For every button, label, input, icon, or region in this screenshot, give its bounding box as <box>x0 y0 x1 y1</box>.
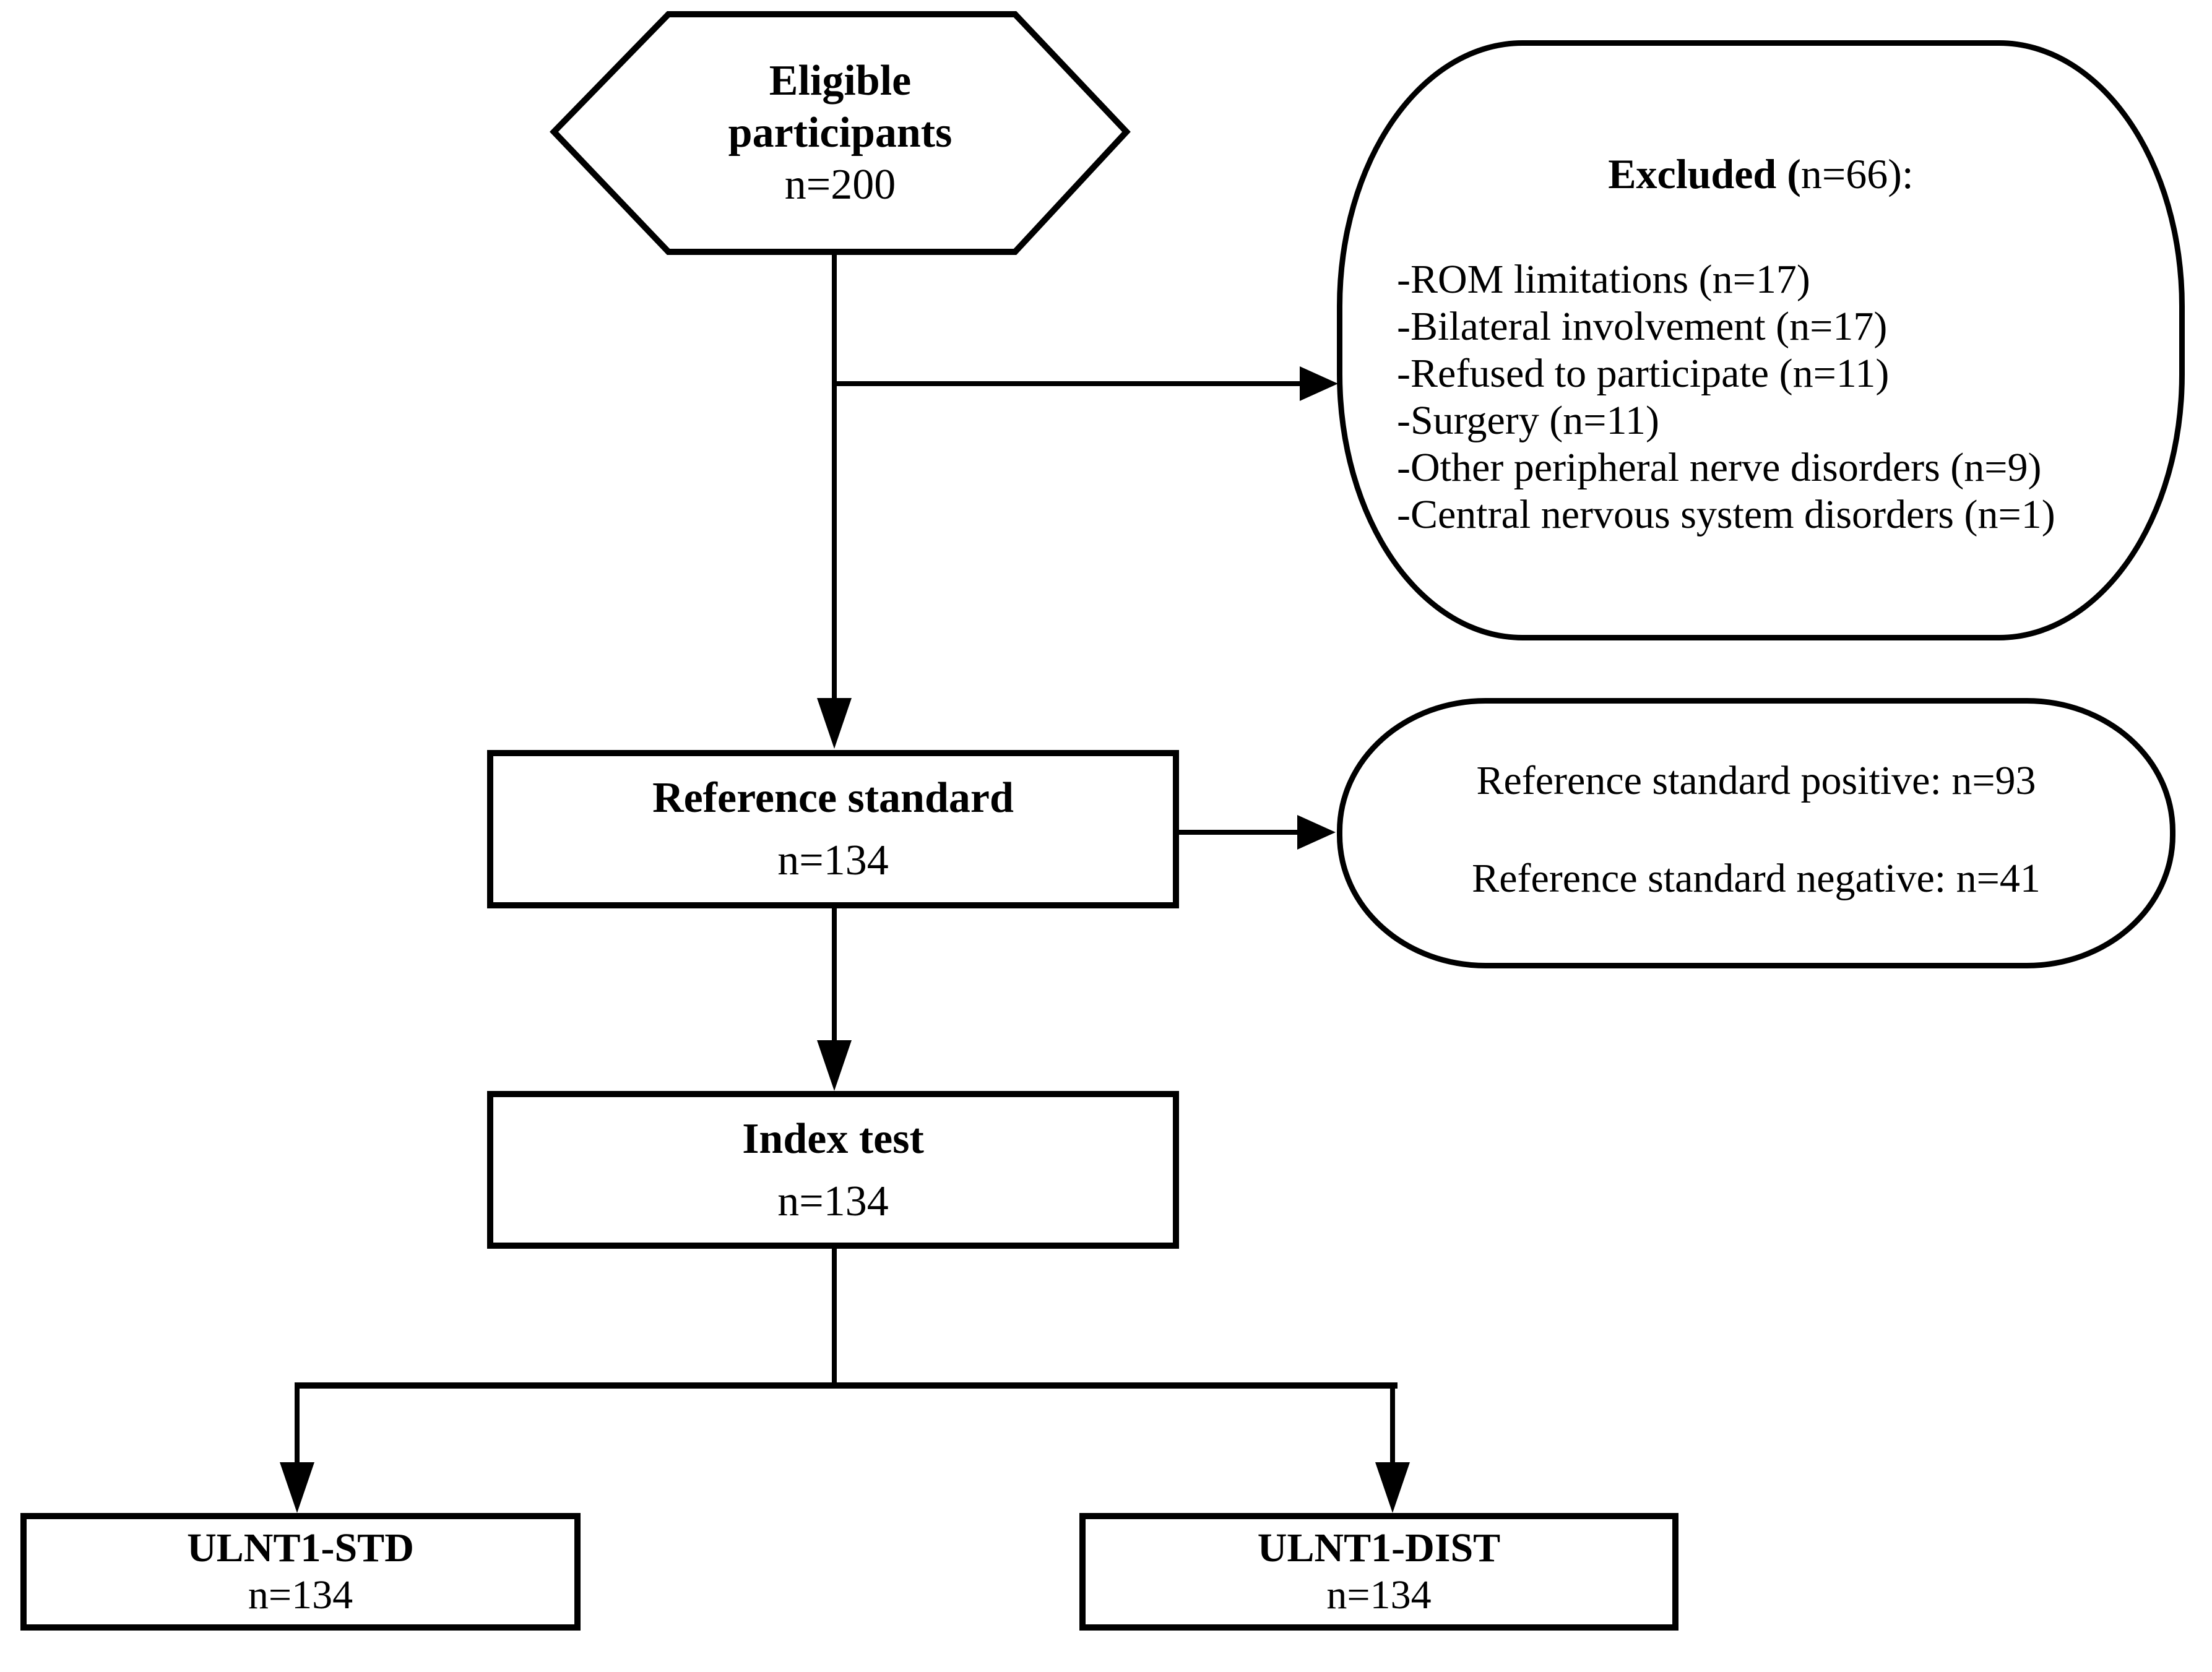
excluded-title-rest: n=66): <box>1800 150 1914 197</box>
excluded-reason-item: -Refused to participate (n=11) <box>1397 351 1890 396</box>
excluded-reasons-list: -ROM limitations (n=17) -Bilateral invol… <box>1397 256 2161 538</box>
reference-negative-line: Reference standard negative: n=41 <box>1472 856 2041 901</box>
index-test-title: Index test <box>742 1114 924 1163</box>
connector-to-excluded-line <box>832 381 1302 386</box>
excluded-reason-item: -Other peripheral nerve disorders (n=9) <box>1397 445 2042 490</box>
arrowhead-into-reference-results <box>1297 815 1336 850</box>
connector-index-to-split-line <box>832 1249 837 1385</box>
excluded-title-bold: Excluded ( <box>1608 150 1801 197</box>
eligible-title: Eligible participants <box>728 57 953 157</box>
index-test-count: n=134 <box>777 1177 889 1225</box>
arrowhead-into-reference-standard <box>817 698 852 749</box>
ulnt1-dist-count: n=134 <box>1326 1572 1432 1618</box>
hexagon-outline <box>550 11 1131 255</box>
eligible-node: Eligible participants n=200 <box>548 9 1133 257</box>
eligible-hexagon-shape <box>550 11 1131 255</box>
excluded-reason-item: -Bilateral involvement (n=17) <box>1397 304 1888 349</box>
reference-standard-count: n=134 <box>777 837 889 884</box>
ulnt1-dist-node: ULNT1-DIST n=134 <box>1079 1513 1678 1631</box>
excluded-reason-item: -Surgery (n=11) <box>1397 398 1659 443</box>
ulnt1-std-title: ULNT1-STD <box>187 1525 414 1571</box>
connector-eligible-to-reference-line <box>832 251 837 699</box>
reference-results-node: Reference standard positive: n=93 Refere… <box>1337 698 2175 968</box>
connector-to-reference-results-line <box>1179 830 1300 835</box>
excluded-node: Excluded (n=66): -ROM limitations (n=17)… <box>1337 40 2185 640</box>
connector-split-to-dist-line <box>1390 1389 1395 1464</box>
reference-positive-line: Reference standard positive: n=93 <box>1476 758 2036 803</box>
ulnt1-std-node: ULNT1-STD n=134 <box>20 1513 581 1631</box>
connector-split-to-std-line <box>295 1389 300 1464</box>
excluded-reason-item: -ROM limitations (n=17) <box>1397 257 1810 302</box>
split-horizontal-line <box>295 1382 1398 1389</box>
ulnt1-std-count: n=134 <box>248 1572 353 1618</box>
reference-standard-title: Reference standard <box>652 774 1014 822</box>
ulnt1-dist-title: ULNT1-DIST <box>1257 1525 1501 1571</box>
arrowhead-into-excluded <box>1300 366 1338 401</box>
connector-reference-to-index-line <box>832 908 837 1040</box>
arrowhead-into-ulnt1-std <box>280 1462 314 1513</box>
arrowhead-into-ulnt1-dist <box>1375 1462 1410 1513</box>
reference-standard-node: Reference standard n=134 <box>487 750 1179 908</box>
index-test-node: Index test n=134 <box>487 1091 1179 1249</box>
excluded-title: Excluded (n=66): <box>1342 148 2179 200</box>
excluded-reason-item: -Central nervous system disorders (n=1) <box>1397 492 2055 537</box>
eligible-count: n=200 <box>784 161 896 209</box>
arrowhead-into-index-test <box>817 1040 852 1091</box>
